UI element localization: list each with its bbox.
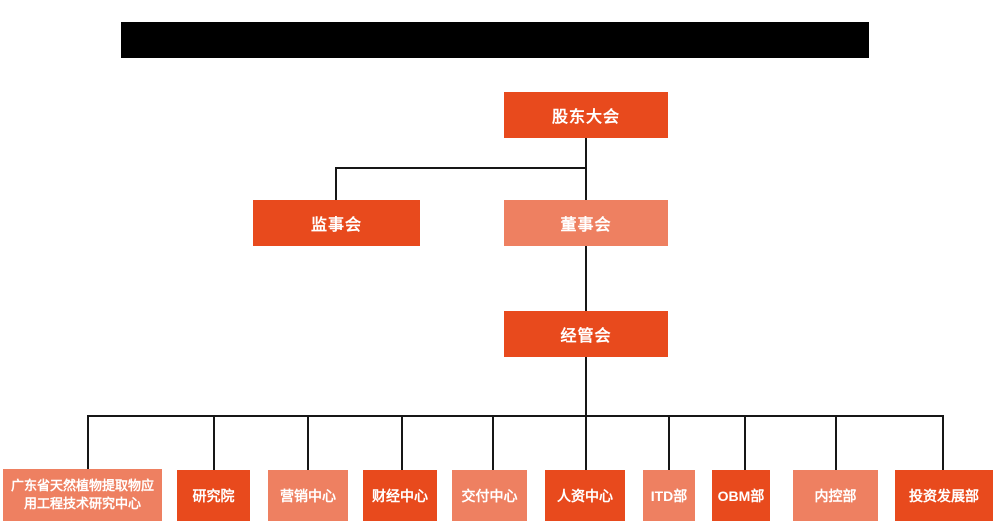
node-supervisory-board: 监事会 — [253, 200, 420, 246]
node-label: 营销中心 — [280, 487, 336, 504]
node-investment-development-department: 投资发展部 — [895, 470, 993, 521]
connector-vertical-line — [585, 137, 587, 201]
node-label: 经管会 — [560, 328, 612, 345]
node-obm-department: OBM部 — [712, 470, 770, 521]
node-label: 广东省天然植物提取物应用工程技术研究中心 — [10, 478, 154, 511]
node-label: 股东大会 — [551, 109, 620, 126]
node-management-committee: 经管会 — [504, 311, 668, 357]
node-internal-control-department: 内控部 — [793, 470, 878, 521]
connector-drop-line — [942, 415, 944, 470]
connector-drop-line — [492, 415, 494, 470]
node-research-institute: 研究院 — [177, 470, 250, 521]
node-itd-department: ITD部 — [643, 470, 695, 521]
connector-horizontal-line — [87, 415, 944, 417]
node-shareholders-meeting: 股东大会 — [504, 92, 668, 138]
node-label: ITD部 — [650, 487, 688, 504]
node-delivery-center: 交付中心 — [452, 470, 527, 521]
connector-vertical-line — [585, 356, 587, 417]
node-label: 董事会 — [560, 217, 612, 234]
node-marketing-center: 营销中心 — [268, 470, 348, 521]
connector-drop-line — [307, 415, 309, 470]
node-finance-center: 财经中心 — [363, 470, 437, 521]
node-label: 内控部 — [814, 487, 857, 504]
connector-drop-line — [335, 167, 337, 201]
connector-drop-line — [87, 415, 89, 470]
node-label: 研究院 — [192, 487, 235, 504]
connector-drop-line — [835, 415, 837, 470]
node-label: 投资发展部 — [909, 487, 979, 504]
node-label: OBM部 — [717, 487, 765, 504]
redacted-title-bar — [121, 22, 869, 58]
connector-vertical-line — [585, 245, 587, 312]
node-label: 财经中心 — [372, 487, 428, 504]
connector-drop-line — [401, 415, 403, 470]
connector-drop-line — [213, 415, 215, 470]
connector-horizontal-line — [335, 167, 587, 169]
node-hr-center: 人资中心 — [545, 470, 625, 521]
node-board-of-directors: 董事会 — [504, 200, 668, 246]
connector-drop-line — [585, 415, 587, 470]
node-label: 监事会 — [310, 217, 362, 234]
connector-drop-line — [668, 415, 670, 470]
node-label: 人资中心 — [557, 487, 613, 504]
node-label: 交付中心 — [461, 487, 518, 504]
node-guangdong-research-center: 广东省天然植物提取物应用工程技术研究中心 — [3, 469, 162, 521]
connector-drop-line — [744, 415, 746, 470]
